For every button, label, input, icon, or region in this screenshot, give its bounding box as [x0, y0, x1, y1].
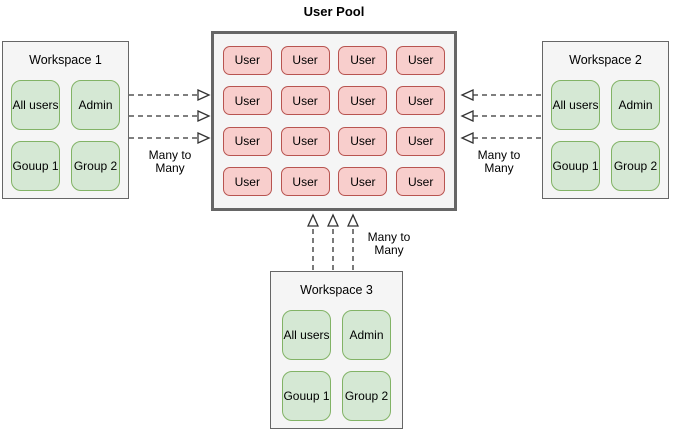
group-box: Gouup 1: [11, 141, 60, 191]
group-box: All users: [11, 80, 60, 130]
user-node: User: [222, 45, 272, 75]
user-node: User: [396, 167, 446, 197]
group-box: Gouup 1: [282, 371, 331, 421]
group-box: Admin: [611, 80, 660, 130]
user-node: User: [396, 126, 446, 156]
user-pool-title: User Pool: [303, 4, 365, 19]
workspace-title: Workspace 1: [29, 53, 102, 67]
user-node: User: [222, 167, 272, 197]
many-to-many-label-bottom: Many to Many: [367, 230, 411, 258]
user-node: User: [280, 167, 330, 197]
group-box: Gouup 1: [551, 141, 600, 191]
group-box: Group 2: [71, 141, 120, 191]
workspace-title: Workspace 3: [300, 283, 373, 297]
user-node: User: [338, 167, 388, 197]
group-box: Group 2: [342, 371, 391, 421]
user-node: User: [222, 86, 272, 116]
group-box: Admin: [342, 310, 391, 360]
user-node: User: [396, 45, 446, 75]
user-node: User: [338, 45, 388, 75]
user-node: User: [338, 126, 388, 156]
group-box: Group 2: [611, 141, 660, 191]
user-node: User: [396, 86, 446, 116]
user-node: User: [280, 45, 330, 75]
group-box: Admin: [71, 80, 120, 130]
many-to-many-label-right: Many to Many: [477, 148, 521, 176]
user-node: User: [338, 86, 388, 116]
group-box: All users: [551, 80, 600, 130]
group-box: All users: [282, 310, 331, 360]
workspace-title: Workspace 2: [569, 53, 642, 67]
user-node: User: [280, 126, 330, 156]
user-node: User: [280, 86, 330, 116]
many-to-many-label-left: Many to Many: [148, 148, 192, 176]
user-node: User: [222, 126, 272, 156]
